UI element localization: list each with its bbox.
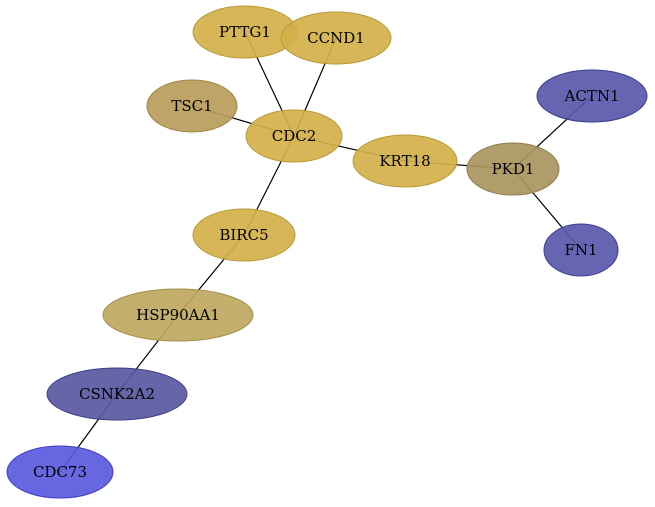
node-label: PTTG1 [219, 23, 271, 41]
node-label: CDC2 [272, 127, 317, 145]
node-label: HSP90AA1 [136, 306, 220, 324]
node-label: FN1 [564, 241, 597, 259]
node-label: CSNK2A2 [79, 385, 155, 403]
node-hsp90aa1[interactable]: HSP90AA1 [102, 288, 254, 342]
node-cdc2[interactable]: CDC2 [245, 109, 343, 163]
node-birc5[interactable]: BIRC5 [192, 208, 296, 262]
node-ellipse [466, 142, 560, 196]
node-csnk2a2[interactable]: CSNK2A2 [46, 367, 188, 421]
node-label: KRT18 [379, 152, 430, 170]
node-fn1[interactable]: FN1 [543, 223, 619, 277]
node-ellipse [102, 288, 254, 342]
node-pkd1[interactable]: PKD1 [466, 142, 560, 196]
node-label: CCND1 [307, 29, 365, 47]
node-label: TSC1 [171, 97, 212, 115]
node-ellipse [46, 367, 188, 421]
node-tsc1[interactable]: TSC1 [146, 79, 238, 133]
node-ellipse [543, 223, 619, 277]
node-ellipse [280, 11, 392, 65]
node-label: ACTN1 [564, 87, 620, 105]
node-ccnd1[interactable]: CCND1 [280, 11, 392, 65]
node-ellipse [146, 79, 238, 133]
node-ellipse [536, 69, 648, 123]
node-label: PKD1 [492, 160, 535, 178]
node-label: BIRC5 [219, 226, 268, 244]
node-cdc73[interactable]: CDC73 [6, 445, 114, 499]
node-label: CDC73 [33, 463, 87, 481]
node-krt18[interactable]: KRT18 [352, 134, 458, 188]
node-ellipse [6, 445, 114, 499]
node-ellipse [245, 109, 343, 163]
node-ellipse [192, 208, 296, 262]
node-actn1[interactable]: ACTN1 [536, 69, 648, 123]
node-pttg1[interactable]: PTTG1 [192, 5, 298, 59]
node-ellipse [352, 134, 458, 188]
